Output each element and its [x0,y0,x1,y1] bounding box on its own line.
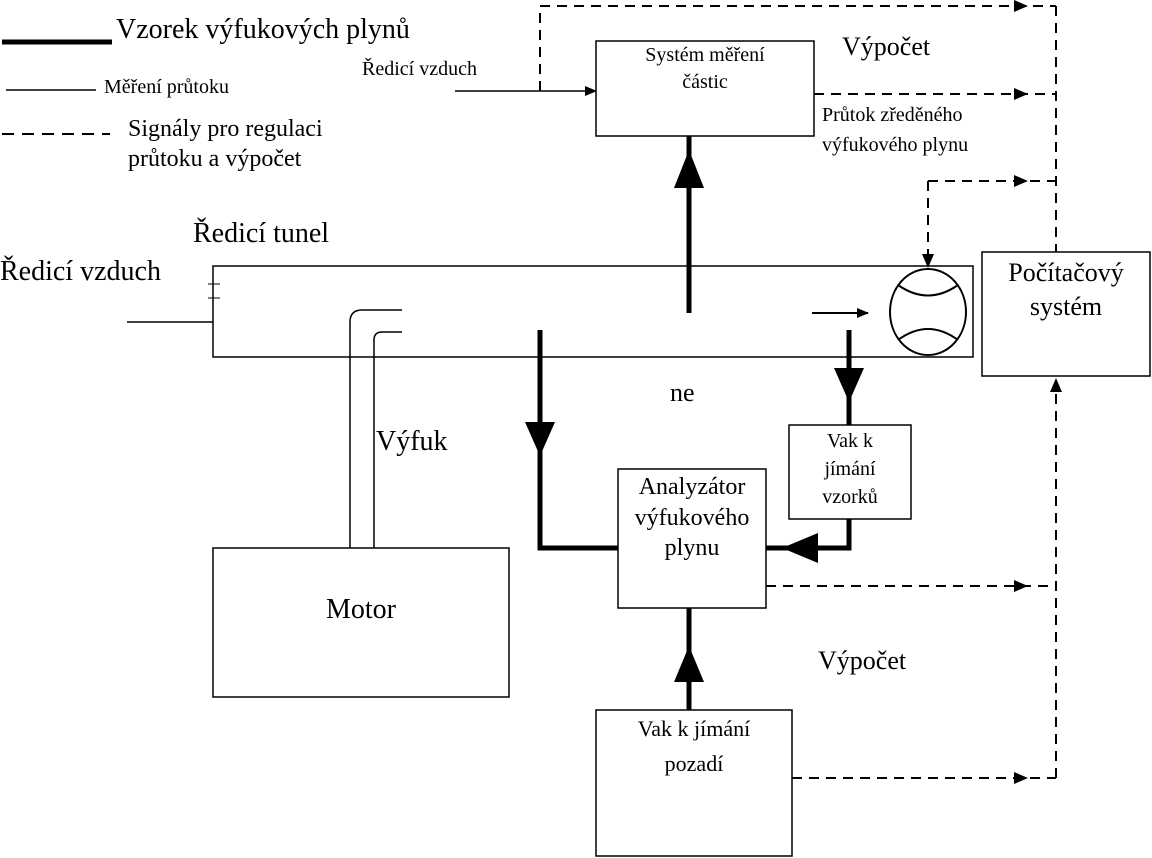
background-bag-text: Vak k jímání pozadí [596,716,792,777]
sample-arrow-up-particle [674,150,704,188]
analyzer-line-1: Analyzátor [638,474,746,500]
dilution-tunnel [212,265,974,358]
dilution-tunnel-label: Ředicí tunel [193,218,330,249]
computer-system-text: Počítačový systém [982,258,1150,322]
signal-arrowheads [922,0,1062,784]
diluted-flow-label-2: výfukového plynu [822,134,969,156]
analyzer-line-3: plynu [664,535,720,562]
particle-system-line-1: Systém měření [645,44,765,66]
calc-bottom-label: Výpočet [818,646,907,675]
analyzer-box [617,468,767,609]
particle-system-line-2: částic [682,71,728,93]
flow-meter-arc-bottom [897,328,959,341]
motor-box [212,547,510,698]
sample-arrow-down-left [525,422,555,456]
sample-arrow-up-analyzer [674,646,704,682]
sample-bag-line-1: Vak k [826,430,874,452]
legend-signal-label-2: průtoku a výpočet [128,146,302,172]
particle-system-text: Systém měření částic [596,44,814,94]
signal-lines [539,5,1057,779]
dilution-air-top-label: Ředicí vzduch [362,58,477,80]
sample-arrow-down-bag [834,368,864,402]
analyzer-text: Analyzátor výfukového plynu [618,474,766,563]
fragment-label: ne [670,378,695,407]
motor-text: Motor [326,594,396,625]
computer-system-line-1: Počítačový [1008,258,1124,287]
sample-bag-text: Vak k jímání vzorků [789,430,911,509]
legend-signal-label-1: Signály pro regulaci [128,116,323,142]
background-bag-line-1: Vak k jímání [637,716,751,741]
diluted-flow-label-1: Průtok zředěného [822,104,963,126]
sample-arrow-left-analyzer [782,533,818,563]
calc-top-label: Výpočet [842,32,931,61]
legend-flow-label: Měření průtoku [104,76,229,98]
background-bag-line-2: pozadí [664,751,724,777]
analyzer-line-2: výfukového [634,504,750,531]
exhaust-pipe-inner [373,331,402,548]
computer-system-line-2: systém [1029,291,1103,321]
flow-meter-icon [889,268,967,356]
sample-bag-line-2: jímání [824,458,876,480]
flow-meter-arc-top [897,284,959,297]
sample-bag-line-3: vzorků [822,486,878,508]
background-bag-box [595,709,793,857]
exhaust-pipe-outer [349,309,402,548]
legend-sample-label: Vzorek výfukových plynů [116,14,410,45]
computer-system-box [981,251,1151,377]
dilution-air-left-label: Ředicí vzduch [0,256,161,287]
sample-line-left-to-analyzer [537,330,618,551]
exhaust-label: Výfuk [376,426,448,457]
